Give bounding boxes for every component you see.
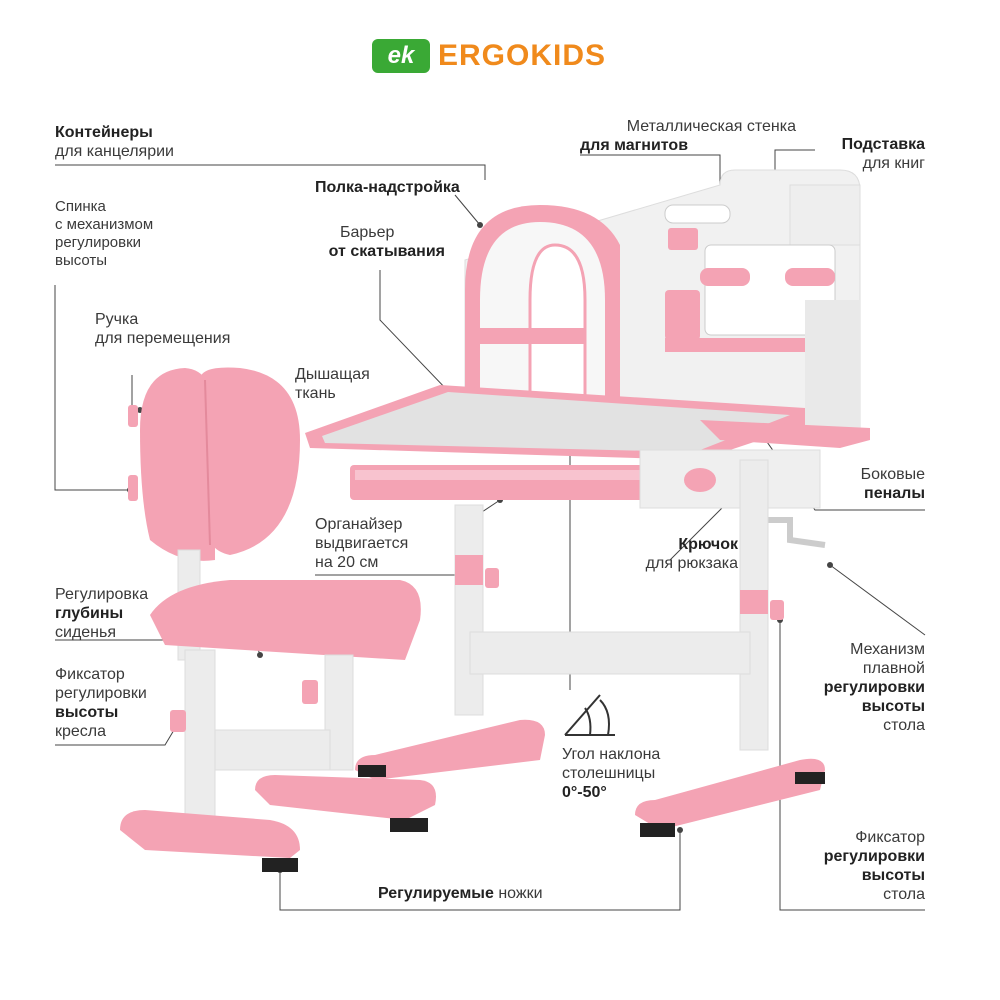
label-legs: Регулируемые ножки xyxy=(378,885,543,902)
brand-logo: ek ERGOKIDS xyxy=(372,38,606,74)
desk-top xyxy=(305,385,870,548)
label-backrest: Спинка с механизмом регулировки высоты xyxy=(55,198,154,269)
label-organizer: Органайзер выдвигается на 20 см xyxy=(315,516,409,571)
label-mechanism: Механизм плавной регулировки высоты стол… xyxy=(823,641,925,734)
logo-text: ERGOKIDS xyxy=(438,39,607,72)
label-top-shelf: Полка-надстройка xyxy=(315,179,460,196)
label-fabric: Дышащая ткань xyxy=(295,366,370,402)
label-hook: Крючок для рюкзака xyxy=(645,536,738,572)
label-desk-lock: Фиксатор регулировки высоты стола xyxy=(823,829,925,903)
desk-hutch xyxy=(464,169,861,431)
desk-legs xyxy=(355,459,825,837)
label-tilt: Угол наклона столешницы 0°-50° xyxy=(562,746,661,801)
label-barrier: Барьер от скатывания xyxy=(328,224,445,260)
label-handle: Ручка для перемещения xyxy=(95,311,231,347)
tilt-angle-icon xyxy=(564,694,615,736)
label-chair-lock: Фиксатор регулировки высоты кресла xyxy=(55,666,147,740)
label-containers: Контейнеры для канцелярии xyxy=(55,124,174,160)
label-seat-depth: Регулировка глубины сиденья xyxy=(55,586,149,641)
label-side-cases: Боковые пеналы xyxy=(860,466,925,502)
chair xyxy=(120,367,436,872)
label-book-stand: Подставка для книг xyxy=(841,136,925,172)
logo-badge: ek xyxy=(372,39,430,73)
label-metal-wall: Металлическая стенка для магнитов xyxy=(580,118,796,154)
